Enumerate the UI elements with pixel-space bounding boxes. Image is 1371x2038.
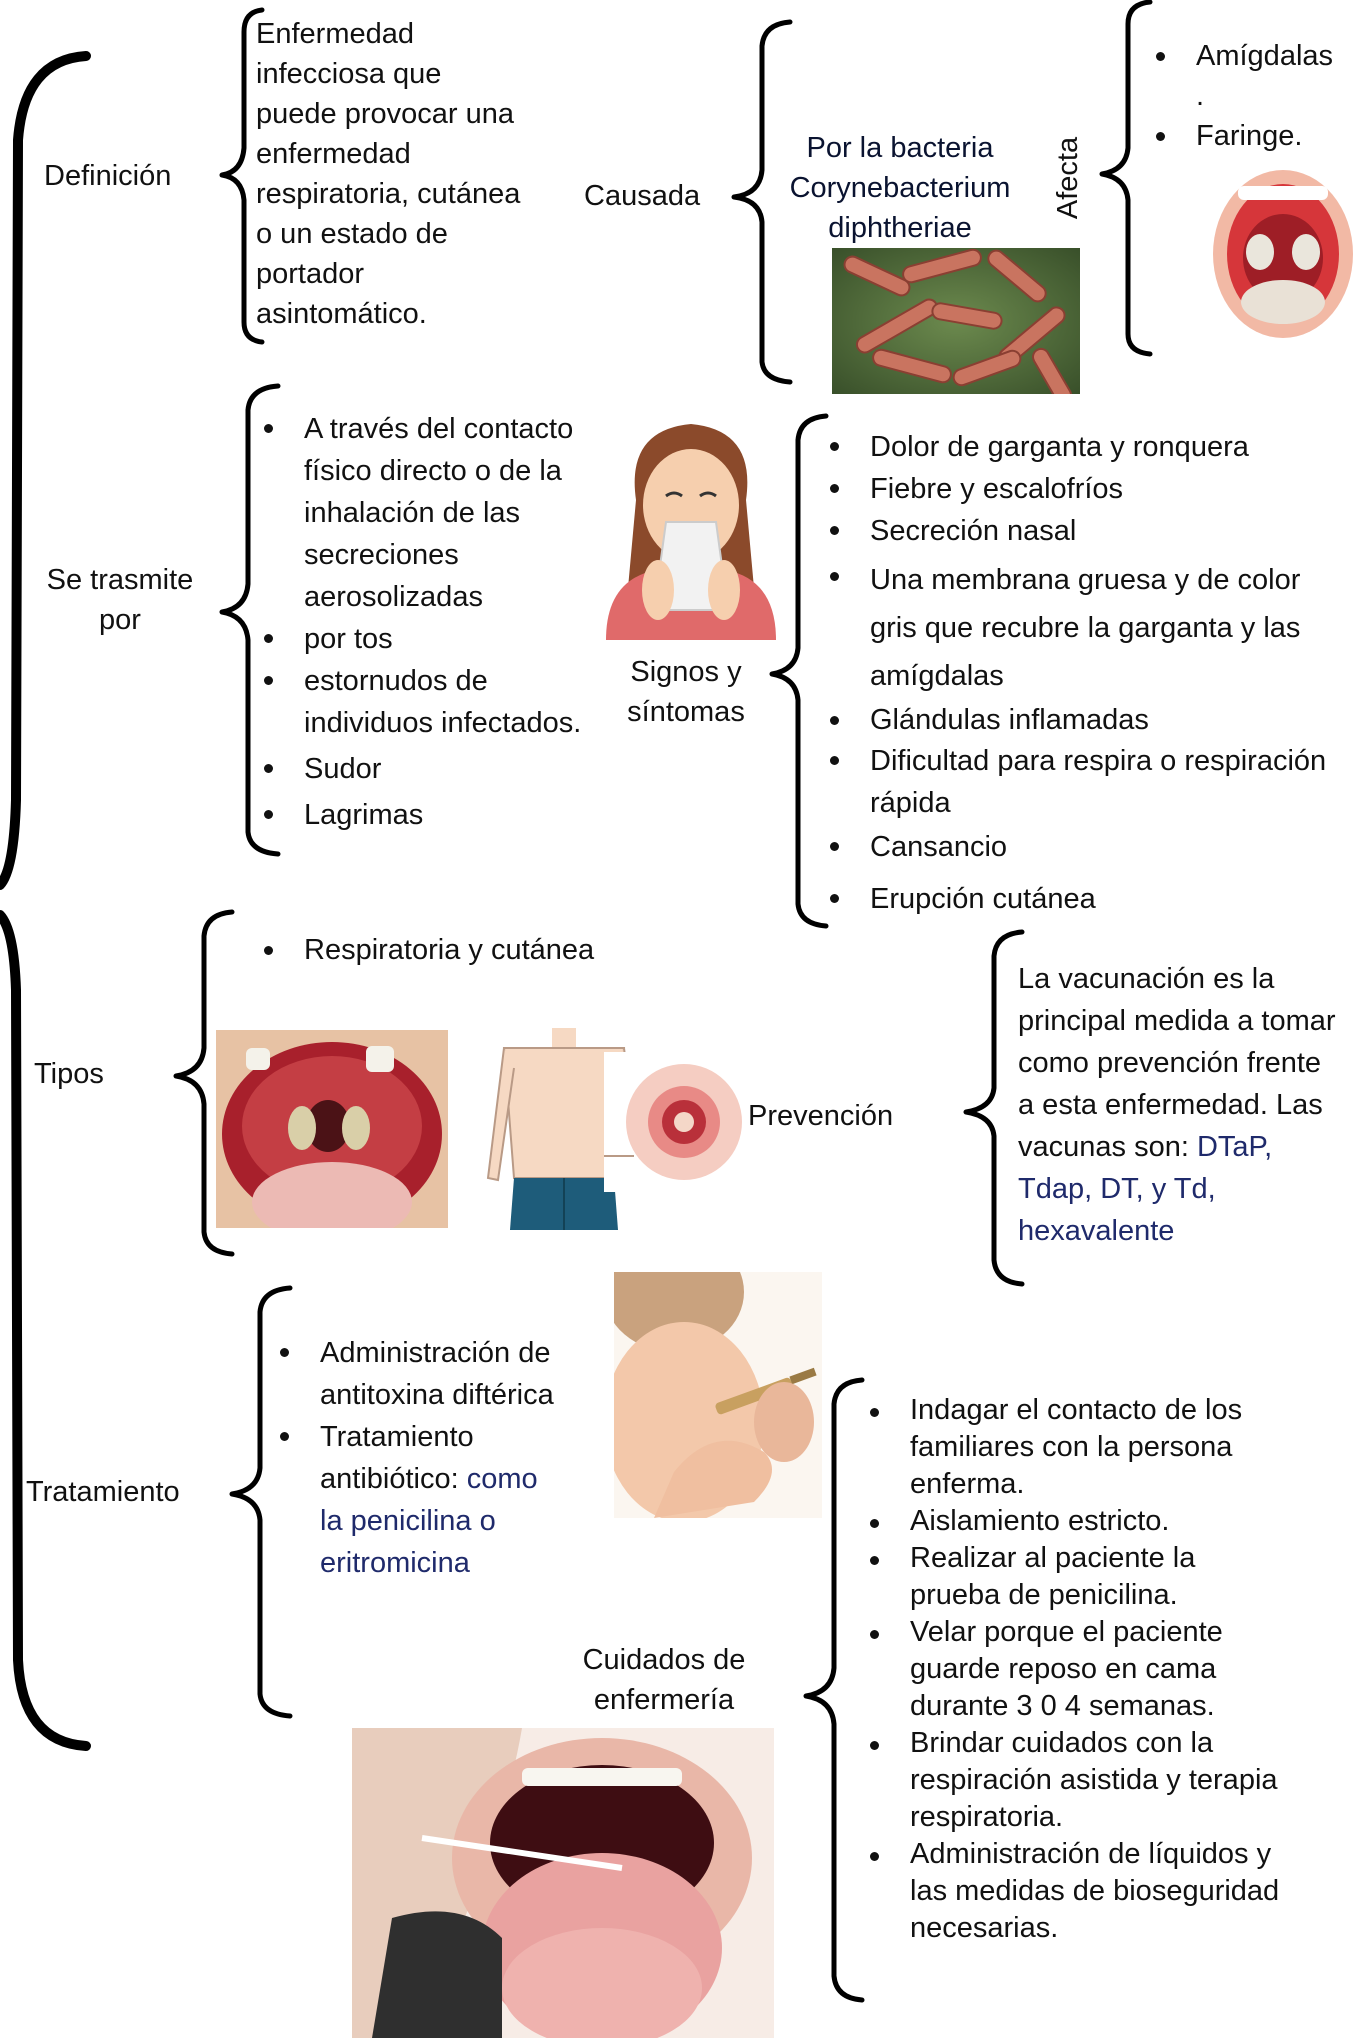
affects-list: Amígdalas . Faringe. (1148, 36, 1368, 156)
label-cuidados: Cuidados de enfermería (582, 1644, 746, 1716)
label-causada: Causada (584, 180, 701, 212)
label-signos: Signos y síntomas (627, 656, 745, 728)
type-item: Respiratoria y cutánea (256, 930, 676, 970)
treatment-list: Administración de antitoxina diftérica T… (272, 1332, 612, 1584)
symptom-item: Erupción cutánea (822, 878, 1371, 920)
label-tipos: Tipos (34, 1058, 104, 1090)
label-prevencion: Prevención (748, 1100, 894, 1132)
nursing-care-item: Indagar el contacto de los familiares co… (862, 1392, 1362, 1503)
nursing-care-list: Indagar el contacto de los familiares co… (862, 1392, 1362, 1947)
affects-item: Faringe. (1148, 116, 1368, 156)
mouth-photo (216, 1030, 448, 1228)
symptom-item: Una membrana gruesa y de color gris que … (822, 556, 1371, 700)
transmission-item: Lagrimas (256, 794, 636, 836)
symptom-item: Dificultad para respira o respiración rá… (822, 740, 1371, 824)
injection-photo (614, 1272, 822, 1518)
transmission-list: A través del contacto físico directo o d… (256, 408, 636, 836)
symptom-item: Dolor de garganta y ronquera (822, 426, 1371, 468)
prevention-text: La vacunación es la principal medida a t… (1018, 958, 1371, 1252)
nursing-care-item: Administración de líquidos y las medidas… (862, 1836, 1362, 1947)
treatment-item: Tratamiento antibiótico: como la penicil… (272, 1416, 612, 1584)
treatment-item-2a: Tratamiento antibiótico: (320, 1421, 474, 1495)
cause-text: Por la bacteria Corynebacterium diphther… (760, 128, 1040, 248)
treatment-item-2b: como la penicilina o eritromicina (320, 1463, 538, 1579)
throat-swab-photo (352, 1728, 774, 2038)
label-afecta: Afecta (1052, 136, 1084, 220)
cause-line-2: Corynebacterium (789, 172, 1011, 204)
symptom-item: Cansancio (822, 826, 1371, 868)
label-definicion: Definición (44, 160, 172, 192)
affects-item: Amígdalas . (1148, 36, 1368, 116)
symptom-item: Glándulas inflamadas (822, 700, 1371, 740)
nursing-care-item: Velar porque el paciente guarde reposo e… (862, 1614, 1362, 1725)
cause-line-1: Por la bacteria (806, 132, 994, 164)
sneezing-person-illustration (596, 410, 786, 640)
nursing-care-item: Brindar cuidados con la respiración asis… (862, 1725, 1362, 1836)
prevention-vaccines: DTaP, Tdap, DT, y Td, hexavalente (1018, 1131, 1273, 1247)
cause-line-3: diphtheriae (828, 212, 972, 244)
bacteria-photo (832, 248, 1080, 394)
label-se-trasmite: Se trasmite por (46, 564, 194, 636)
transmission-item: por tos (256, 618, 636, 660)
main-brace-top (0, 51, 91, 890)
transmission-item: Sudor (256, 748, 636, 790)
treatment-item: Administración de antitoxina diftérica (272, 1332, 612, 1416)
definition-text: Enfermedad infecciosa que puede provocar… (256, 18, 521, 330)
skin-lesion-illustration (604, 1052, 744, 1192)
symptoms-list: Dolor de garganta y ronquera Fiebre y es… (822, 426, 1371, 920)
throat-photo (1208, 162, 1358, 342)
transmission-item: estornudos de individuos infectados. (256, 660, 636, 744)
symptom-item: Secreción nasal (822, 510, 1371, 552)
symptom-item: Fiebre y escalofríos (822, 468, 1371, 510)
nursing-care-item: Aislamiento estricto. (862, 1503, 1362, 1540)
label-tratamiento: Tratamiento (26, 1476, 180, 1508)
types-list: Respiratoria y cutánea (256, 930, 676, 970)
main-brace-bottom (0, 910, 91, 1751)
transmission-item: A través del contacto físico directo o d… (256, 408, 636, 618)
nursing-care-item: Realizar al paciente la prueba de penici… (862, 1540, 1362, 1614)
prevention-text-main: La vacunación es la principal medida a t… (1018, 963, 1336, 1163)
